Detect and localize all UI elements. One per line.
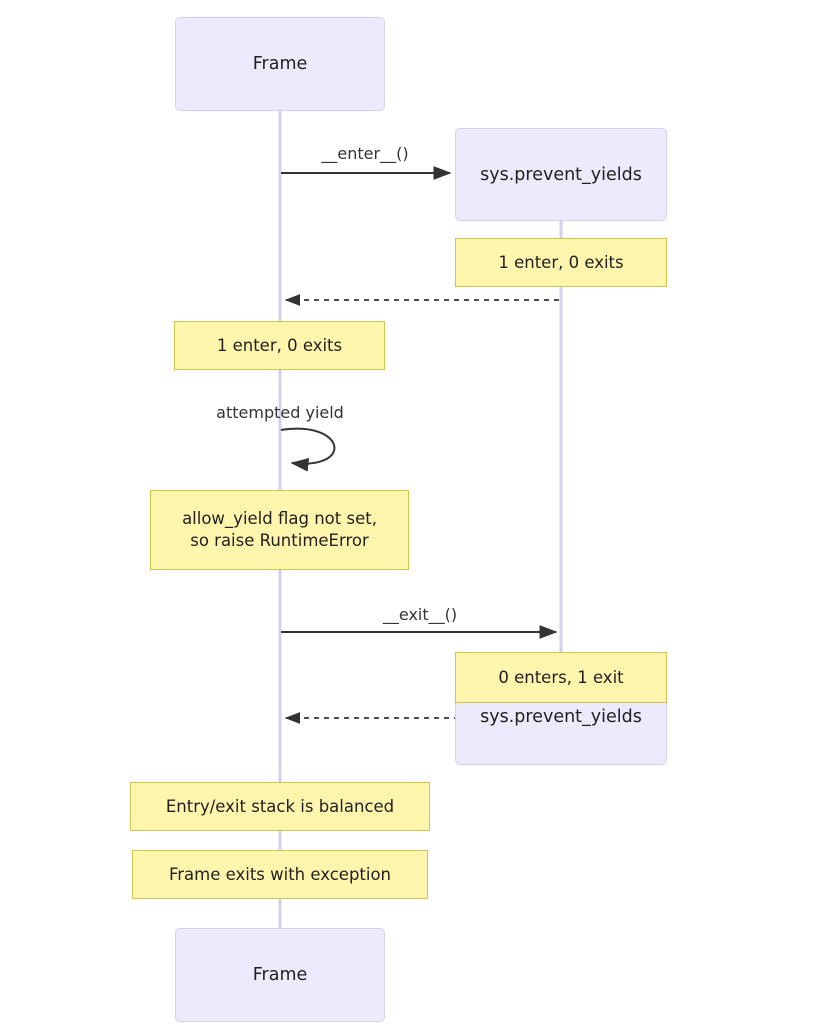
participant-label: sys.prevent_yields <box>480 707 642 727</box>
note-text: 0 enters, 1 exit <box>498 667 624 687</box>
participant-sys-top[interactable]: sys.prevent_yields <box>455 128 667 221</box>
participant-label: Frame <box>252 965 308 985</box>
note-text: 1 enter, 0 exits <box>498 252 624 272</box>
message-label-self-yield: attempted yield <box>216 403 344 422</box>
note-frame-enter: 1 enter, 0 exits <box>174 321 385 370</box>
participant-label: Frame <box>252 54 308 74</box>
message-arrow-self-yield <box>280 427 336 472</box>
message-label-exit: __exit__() <box>382 605 458 624</box>
note-sys-enter: 1 enter, 0 exits <box>455 238 667 287</box>
message-label-enter: __enter__() <box>321 144 409 163</box>
note-text: Frame exits with exception <box>168 864 392 884</box>
participant-frame-bottom[interactable]: Frame <box>175 928 385 1022</box>
note-text: allow_yield flag not set, so raise Runti… <box>182 509 377 550</box>
note-runtime-error: allow_yield flag not set, so raise Runti… <box>150 490 409 570</box>
participant-label: sys.prevent_yields <box>480 164 642 185</box>
note-text: 1 enter, 0 exits <box>216 335 343 355</box>
note-sys-exit: 0 enters, 1 exit <box>455 652 667 703</box>
participant-frame-top[interactable]: Frame <box>175 17 385 111</box>
note-balanced: Entry/exit stack is balanced <box>130 782 430 831</box>
note-frame-exception: Frame exits with exception <box>132 850 428 899</box>
note-text: Entry/exit stack is balanced <box>165 796 395 816</box>
